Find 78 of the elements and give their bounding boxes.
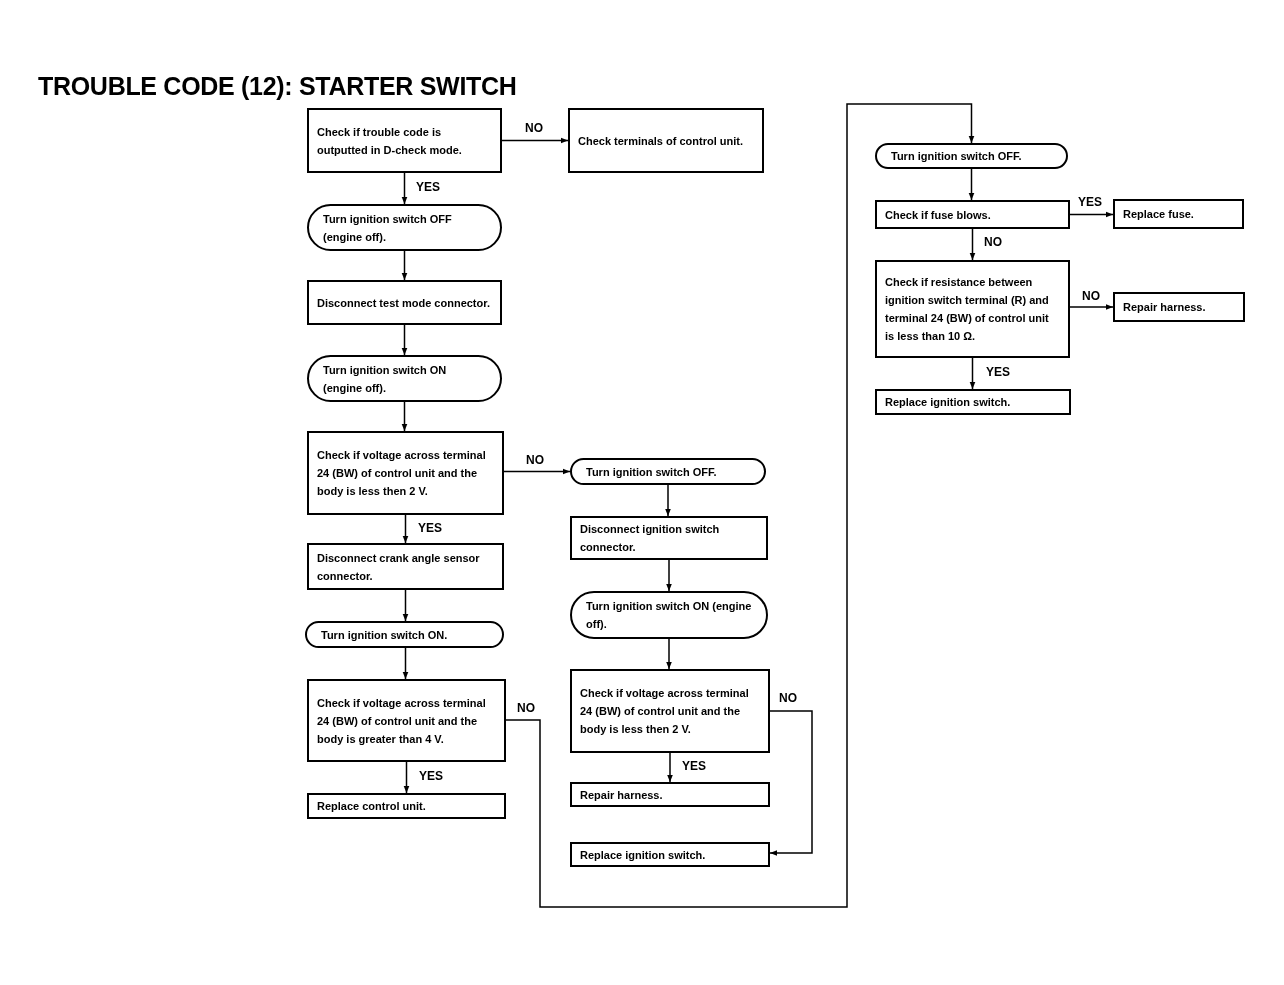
step-text: Repair harness. — [580, 787, 663, 803]
step-text: Turn ignition switch ON (engine off). — [323, 362, 448, 396]
edge-label: NO — [983, 235, 1003, 249]
edge-label: YES — [415, 180, 441, 194]
edge-label: YES — [417, 521, 443, 535]
connector-arrow — [667, 752, 673, 783]
step-text: Disconnect ignition switch connector. — [580, 522, 721, 555]
process-box — [307, 679, 506, 762]
step-text: Repair harness. — [1123, 300, 1206, 315]
connector-arrow — [402, 589, 409, 622]
process-box — [307, 431, 504, 515]
connector-arrow — [401, 172, 408, 205]
connector-arrow — [401, 250, 408, 281]
step-text: Turn ignition switch OFF (engine off). — [323, 211, 453, 245]
edge-label: NO — [516, 701, 536, 715]
process-box — [307, 108, 502, 173]
connector-arrow — [403, 761, 410, 794]
step-text: Check if voltage across terminal 24 (BW) of control unit and the body is less then 2 V. — [580, 686, 750, 737]
connector-arrow — [769, 710, 813, 856]
process-box — [307, 280, 502, 325]
step-text: Check if resistance between ignition switch terminal (R) and terminal 24 (BW) of control unit is less than 10 Ω. — [885, 275, 1050, 344]
process-box — [1113, 292, 1245, 322]
step-text: Replace fuse. — [1123, 207, 1194, 222]
step-text: Replace ignition switch. — [885, 395, 1011, 410]
edge-label: YES — [681, 759, 707, 773]
step-text: Check if voltage across terminal 24 (BW) of control unit and the body is greater than 4 V. — [317, 695, 487, 747]
connector-arrow — [402, 647, 409, 680]
connector-arrow — [402, 514, 409, 544]
action-terminal — [875, 143, 1068, 169]
connector-arrow — [968, 168, 975, 201]
connector-arrow — [401, 401, 408, 432]
edge-label: YES — [1077, 195, 1103, 209]
connector-arrow — [501, 137, 569, 144]
step-text: Check if fuse blows. — [885, 207, 991, 223]
action-terminal — [570, 458, 766, 485]
process-box — [307, 543, 504, 590]
process-box — [875, 389, 1071, 415]
edge-label: YES — [418, 769, 444, 783]
action-terminal — [305, 621, 504, 648]
connector-arrow — [665, 484, 671, 517]
edge-label: YES — [985, 365, 1011, 379]
connector-arrow — [666, 559, 672, 592]
connector-arrow — [401, 324, 408, 356]
step-text: Check terminals of control unit. — [578, 133, 744, 149]
edge-label: NO — [778, 691, 798, 705]
connector-arrow — [1069, 304, 1114, 310]
step-text: Disconnect test mode connector. — [317, 295, 490, 311]
connector-arrow — [503, 468, 571, 475]
diagram-title: TROUBLE CODE (12): STARTER SWITCH — [38, 72, 517, 101]
process-box — [570, 516, 768, 560]
process-box — [307, 793, 506, 819]
process-box — [570, 669, 770, 753]
process-box — [875, 260, 1070, 358]
process-box — [1113, 199, 1244, 229]
step-text: Turn ignition switch ON. — [321, 627, 448, 643]
edge-label: NO — [525, 453, 545, 467]
step-text: Replace ignition switch. — [580, 847, 706, 863]
connector-arrow — [969, 357, 976, 390]
step-text: Check if voltage across terminal 24 (BW) of control unit and the body is less then 2 V. — [317, 448, 487, 499]
connector-arrow — [969, 228, 976, 261]
connector-arrow — [666, 638, 672, 670]
step-text: Replace control unit. — [317, 799, 426, 814]
process-box — [875, 200, 1070, 229]
step-text: Disconnect crank angle sensor connector. — [317, 550, 481, 584]
process-box — [570, 782, 770, 807]
process-box — [570, 842, 770, 867]
action-terminal — [570, 591, 768, 639]
edge-label: NO — [1081, 289, 1101, 303]
process-box — [568, 108, 764, 173]
action-terminal — [307, 355, 502, 402]
connector-arrow — [505, 103, 975, 908]
step-text: Turn ignition switch OFF. — [586, 464, 717, 480]
connector-arrow — [1069, 211, 1114, 218]
edge-label: NO — [524, 121, 544, 135]
action-terminal — [307, 204, 502, 251]
step-text: Turn ignition switch OFF. — [891, 149, 1022, 164]
step-text: Turn ignition switch ON (engine off). — [586, 599, 752, 632]
step-text: Check if trouble code is outputted in D-check mode. — [317, 124, 463, 158]
